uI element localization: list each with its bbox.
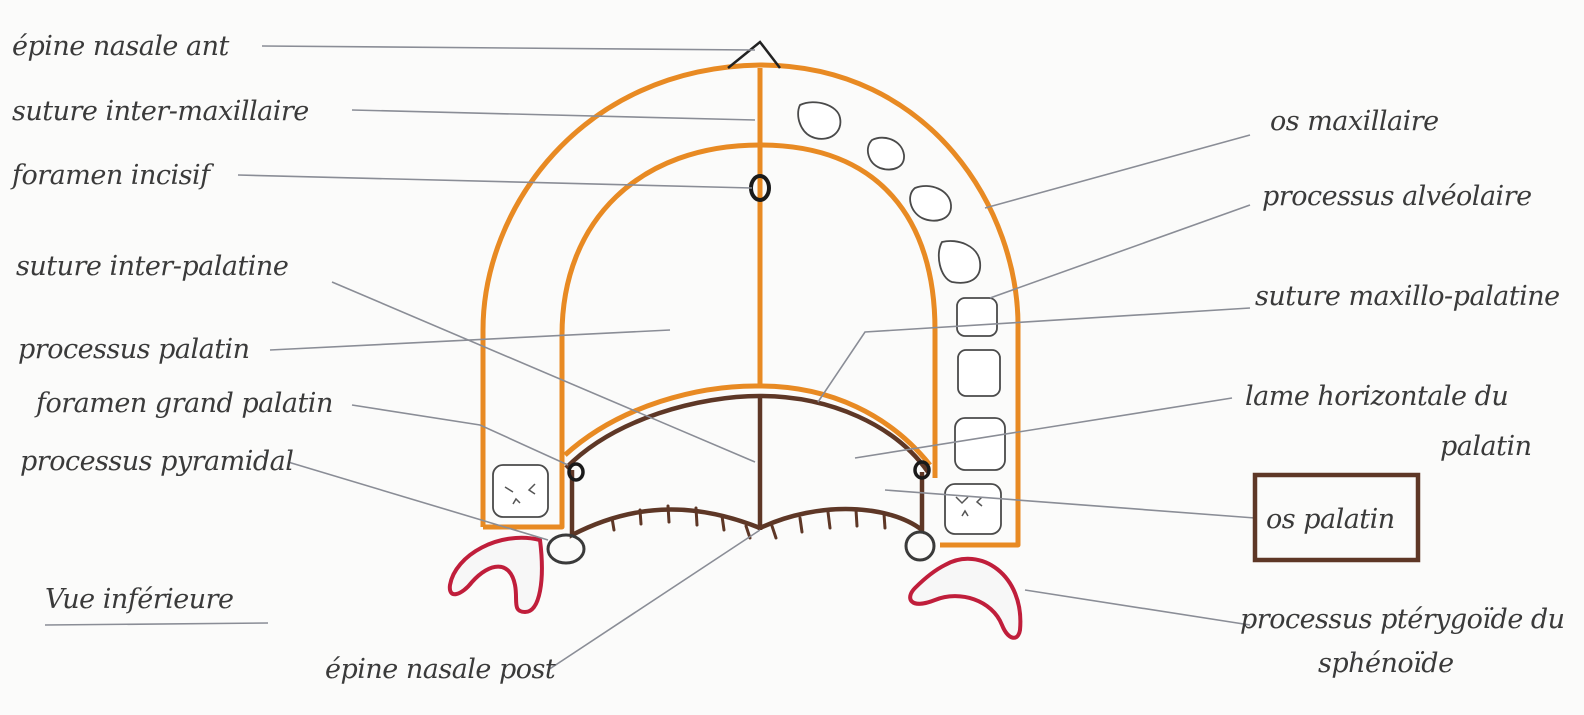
tooth-socket [955, 418, 1005, 470]
leader-line [985, 135, 1250, 208]
label-epine-nasale-ant: épine nasale ant [12, 31, 229, 62]
tooth-socket [958, 350, 1000, 396]
leader-line [45, 623, 268, 625]
label-processus-alveolaire: processus alvéolaire [1262, 181, 1532, 212]
tooth-socket [798, 102, 840, 139]
label-suture-inter-maxillaire: suture inter-maxillaire [12, 96, 309, 127]
tooth-socket [868, 138, 904, 170]
pyramidal-process-left [548, 535, 584, 563]
label-os-palatin: os palatin [1266, 504, 1395, 535]
leader-line [855, 398, 1232, 458]
pterygoid-process-left [450, 538, 542, 612]
palatine-anterior-border [566, 396, 928, 472]
tooth-socket [945, 484, 1001, 534]
pyramidal-process-right [906, 532, 934, 560]
label-foramen-grand-palatin: foramen grand palatin [34, 388, 333, 419]
leader-line [885, 490, 1255, 518]
label-vue-inferieure: Vue inférieure [45, 584, 234, 615]
label-suture-inter-palatine: suture inter-palatine [16, 251, 288, 282]
pterygoid-process-right [910, 559, 1020, 638]
leader-line [262, 46, 755, 50]
label-epine-nasale-post: épine nasale post [325, 654, 556, 685]
tooth-socket [939, 241, 980, 283]
label-lame-horizontale-line1: lame horizontale du [1245, 381, 1508, 412]
leader-line [990, 205, 1250, 298]
tooth-socket [910, 186, 951, 221]
label-processus-palatin: processus palatin [18, 334, 250, 365]
os-maxillaire-outline [483, 65, 1018, 545]
tooth-socket [957, 298, 997, 336]
leader-line [352, 405, 568, 465]
leader-line [238, 175, 752, 188]
label-suture-maxillo-palatine: suture maxillo-palatine [1255, 281, 1560, 312]
label-lame-horizontale-line2: palatin [1440, 431, 1532, 462]
leader-line [548, 530, 760, 670]
leader-line [818, 308, 1250, 402]
label-foramen-incisif: foramen incisif [10, 160, 214, 191]
label-processus-pterygoide-line1: processus ptérygoïde du [1240, 604, 1565, 635]
palatine-posterior-border-right [760, 472, 922, 530]
label-processus-pterygoide-line2: sphénoïde [1318, 648, 1454, 679]
leader-line [1025, 590, 1250, 625]
leader-line [332, 282, 755, 462]
leader-line [352, 110, 755, 120]
palatine-posterior-border-left [572, 470, 760, 535]
tooth-socket [493, 465, 548, 517]
label-os-maxillaire: os maxillaire [1270, 106, 1439, 137]
leader-line [270, 330, 670, 350]
label-processus-pyramidal: processus pyramidal [20, 446, 293, 477]
